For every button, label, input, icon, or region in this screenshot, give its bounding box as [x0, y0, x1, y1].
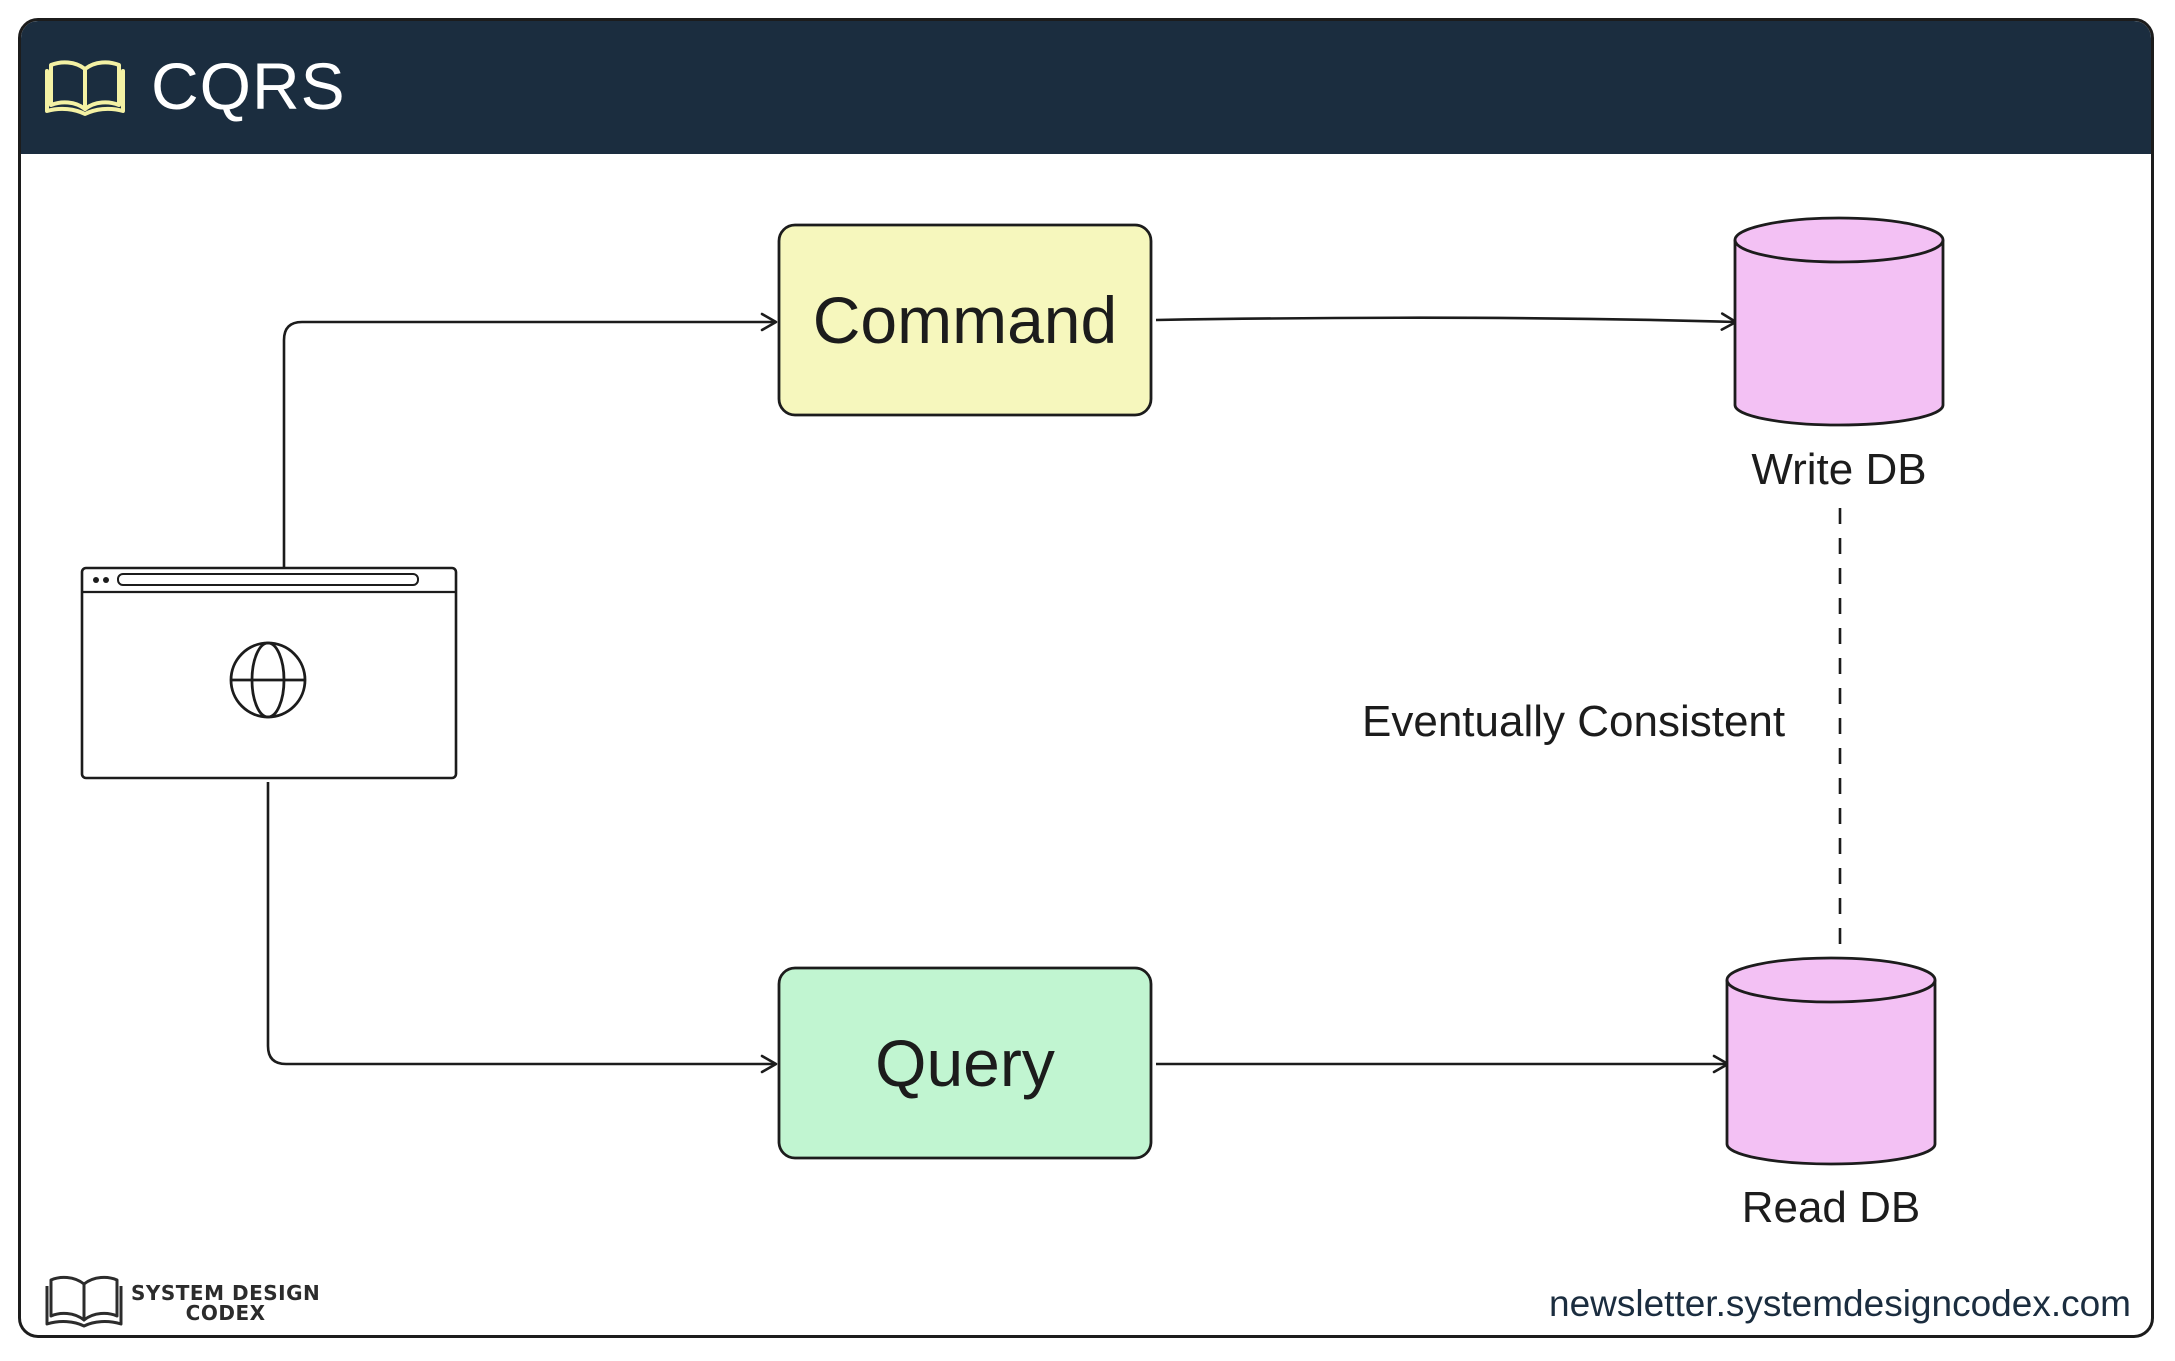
eventually-consistent-label: Eventually Consistent — [1362, 697, 1786, 746]
footer-logo-line2: CODEX — [185, 1301, 266, 1325]
browser-address-bar — [117, 573, 419, 586]
browser-client — [80, 566, 458, 780]
write-db-cylinder — [1733, 216, 1945, 427]
header-bar: CQRS — [21, 21, 2151, 154]
client-to-command-arrow — [282, 312, 778, 568]
footer-url-link[interactable]: newsletter.systemdesigncodex.com — [1549, 1283, 2131, 1324]
open-book-icon — [45, 60, 125, 116]
command-box — [777, 223, 1153, 417]
read-db-top — [1725, 956, 1937, 1004]
query-box — [777, 966, 1153, 1160]
write-db-body — [1733, 240, 1945, 427]
browser-window — [80, 566, 458, 780]
command-to-write-db-arrow — [1155, 312, 1738, 331]
write-db-top — [1733, 216, 1945, 264]
browser-dot-icon — [103, 577, 109, 583]
browser-dot-icon — [93, 577, 99, 583]
read-db-body — [1725, 980, 1937, 1166]
footer-logo-line1: SYSTEM DESIGN — [131, 1281, 321, 1305]
read-db-label: Read DB — [1741, 1183, 1921, 1232]
page-title: CQRS — [151, 49, 346, 123]
write-db-label: Write DB — [1751, 445, 1927, 494]
footer-book-icon — [45, 1275, 123, 1328]
read-db-cylinder — [1725, 956, 1937, 1166]
globe-icon — [229, 641, 307, 719]
footer-logo-text: SYSTEM DESIGN CODEX — [131, 1283, 320, 1323]
client-to-query-arrow — [266, 782, 778, 1074]
